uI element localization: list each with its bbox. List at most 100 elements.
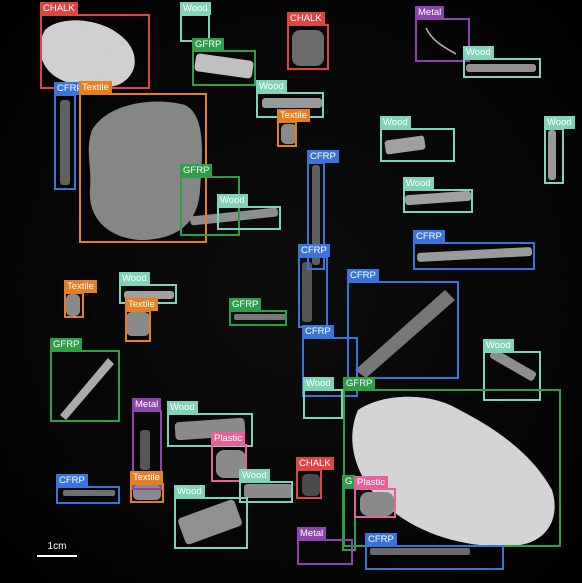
chalk-particle-small: [302, 474, 320, 496]
bounding-box-wood: [403, 189, 473, 213]
wood-sliver: [262, 98, 322, 108]
plastic-particle: [360, 492, 394, 516]
wood-sliver: [244, 484, 292, 498]
wood-sliver: [194, 53, 254, 79]
bounding-box-wood: [380, 128, 455, 162]
gfrp-bundle-particle: [352, 396, 555, 547]
class-label: Textile: [64, 280, 97, 293]
cfrp-fiber: [312, 165, 320, 265]
class-label: CHALK: [296, 457, 334, 470]
class-label: Plastic: [354, 476, 388, 489]
class-label: Wood: [256, 80, 287, 93]
bounding-box-metal: [297, 539, 353, 565]
class-label: GFRP: [343, 377, 376, 390]
class-label: Wood: [483, 339, 514, 352]
bounding-box-plastic: [211, 444, 247, 482]
bounding-box-cfrp: [298, 256, 328, 328]
wood-sliver: [384, 135, 426, 155]
bounding-box-gfrp: [229, 310, 287, 326]
class-label: CFRP: [56, 474, 88, 487]
class-label: Textile: [277, 109, 310, 122]
bounding-box-cfrp: [56, 486, 120, 504]
class-label: Metal: [132, 398, 162, 411]
plastic-particle: [216, 450, 246, 478]
bounding-box-cfrp: [302, 337, 358, 397]
bounding-box-cfrp: [413, 242, 535, 270]
cfrp-fiber: [417, 247, 533, 262]
class-label: GFRP: [50, 338, 83, 351]
bounding-box-gfrp: [192, 50, 256, 86]
textile-particle-small: [126, 312, 150, 336]
class-label: CHALK: [40, 2, 78, 15]
bounding-box-textile: [130, 483, 164, 503]
class-label: Wood: [119, 272, 150, 285]
scale-bar-label: 1cm: [47, 541, 67, 552]
class-label: CFRP: [302, 325, 334, 338]
bounding-box-wood: [174, 497, 248, 549]
class-label: Wood: [167, 401, 198, 414]
wood-sliver: [404, 190, 472, 206]
bounding-box-textile: [125, 310, 151, 342]
bounding-box-wood: [167, 413, 253, 447]
bounding-box-metal: [132, 410, 162, 490]
class-label: GFRP: [229, 298, 262, 311]
bounding-box-gfrp: [50, 350, 120, 422]
bounding-box-metal: [415, 18, 470, 62]
bounding-box-chalk: [296, 469, 322, 499]
cfrp-fiber: [60, 100, 70, 185]
bounding-box-wood: [544, 128, 564, 184]
class-label: CFRP: [54, 82, 86, 95]
cfrp-fiber-particle: [355, 290, 455, 378]
class-label: Textile: [125, 298, 158, 311]
bounding-box-plastic: [354, 488, 396, 518]
chalk-particle-small: [292, 30, 324, 66]
class-label: Wood: [180, 2, 211, 15]
wood-sliver: [178, 499, 242, 545]
bounding-box-wood: [463, 58, 541, 78]
textile-particle-small: [281, 124, 297, 144]
scale-bar-line: [37, 555, 77, 557]
cfrp-fiber: [302, 262, 312, 322]
class-label: CHALK: [287, 12, 325, 25]
class-label: Wood: [174, 485, 205, 498]
metal-wire: [425, 27, 457, 55]
bounding-box-chalk: [287, 24, 329, 70]
scale-bar: 1cm: [37, 541, 77, 557]
class-label: CFRP: [413, 230, 445, 243]
class-label: CFRP: [347, 269, 379, 282]
bounding-box-cfrp: [54, 94, 76, 190]
chalk-particle: [40, 20, 135, 88]
wood-sliver: [489, 349, 537, 381]
class-label: Wood: [463, 46, 494, 59]
bounding-box-chalk: [40, 14, 150, 89]
textile-particle-small: [66, 294, 80, 316]
class-label: GFRP: [180, 164, 213, 177]
class-label: Wood: [544, 116, 575, 129]
bounding-box-cfrp: [365, 545, 504, 570]
bounding-box-wood: [217, 206, 281, 230]
wood-sliver: [190, 207, 278, 226]
metal-particle: [140, 430, 150, 470]
textile-particle: [88, 101, 202, 240]
bounding-box-textile: [64, 292, 84, 318]
bounding-box-wood: [239, 481, 293, 503]
class-label: Wood: [403, 177, 434, 190]
wood-sliver: [548, 130, 556, 180]
class-label: CFRP: [298, 244, 330, 257]
class-label: CFRP: [307, 150, 339, 163]
wood-sliver: [466, 64, 536, 72]
bounding-box-wood: [483, 351, 541, 401]
class-label: Wood: [239, 469, 270, 482]
class-label: GFRP: [192, 38, 225, 51]
class-label: Plastic: [211, 432, 245, 445]
bounding-box-wood: [303, 389, 343, 419]
bounding-box-cfrp: [307, 162, 325, 270]
class-label: Wood: [303, 377, 334, 390]
bounding-box-cfrp: [347, 281, 459, 379]
class-label: Wood: [380, 116, 411, 129]
cfrp-fiber: [370, 548, 470, 555]
class-label: Textile: [130, 471, 163, 484]
cfrp-fiber: [63, 490, 115, 496]
